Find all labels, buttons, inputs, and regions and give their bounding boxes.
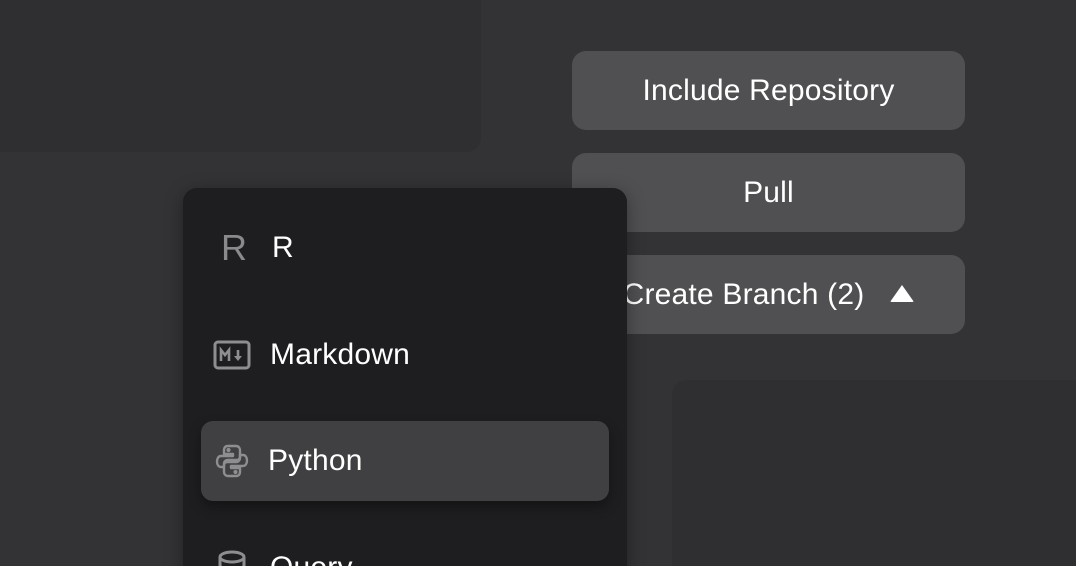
menu-item-r[interactable]: R R [201,208,609,288]
python-icon [212,441,252,481]
pull-button[interactable]: Pull [572,153,965,232]
include-repository-label: Include Repository [642,73,895,107]
r-language-icon: R [221,227,247,268]
menu-item-label: Python [268,444,363,477]
create-branch-button[interactable]: Create Branch (2) [572,255,965,334]
menu-item-label: R [272,231,294,264]
menu-item-label: Query [270,551,353,566]
include-repository-button[interactable]: Include Repository [572,51,965,130]
background-panel-top [0,0,481,152]
menu-item-query[interactable]: Query [201,528,609,566]
create-branch-label: Create Branch (2) [622,277,865,311]
cell-type-menu: R R Markdown [183,188,627,566]
database-icon [212,548,252,566]
menu-item-label: Markdown [270,338,410,371]
caret-up-icon [890,285,915,302]
markdown-icon [212,335,252,375]
pull-label: Pull [743,175,794,209]
menu-item-markdown[interactable]: Markdown [201,315,609,395]
background-panel-bottom [672,380,1076,566]
menu-item-python[interactable]: Python [201,421,609,501]
